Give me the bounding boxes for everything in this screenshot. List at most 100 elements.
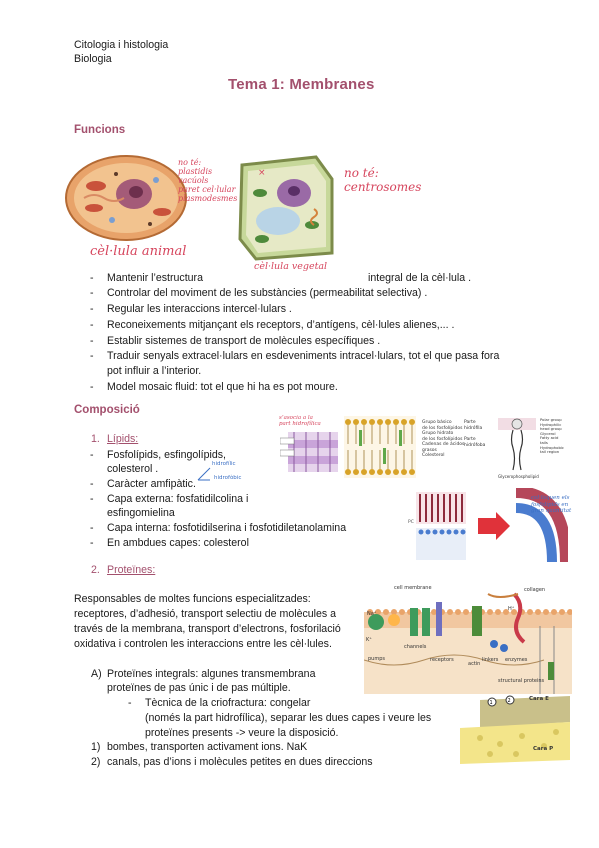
list-item: En ambdues capes: colesterol	[107, 537, 249, 549]
lipids-number: 1.	[91, 433, 100, 445]
annotation-no-te-animal: no té: centrosomes	[344, 166, 421, 194]
figure-label: grasos	[422, 447, 437, 453]
annotation-no-te-plant: no té: plastidis vacúols paret cel·lular…	[178, 158, 237, 203]
header-subject: Biologia	[74, 53, 112, 65]
item-2-text: canals, pas d’ions i molècules petites e…	[107, 756, 373, 768]
list-item: integral de la cèl·lula .	[368, 272, 472, 284]
annotation-line: part hidrofílica	[279, 421, 321, 427]
svg-text:1: 1	[490, 700, 493, 706]
annotation-line: col·loquen els	[531, 495, 570, 501]
figure-label: head group	[540, 426, 562, 432]
annotation-line: vacúols	[178, 176, 209, 185]
label-h: H⁺	[508, 606, 515, 612]
list-item: Capa externa: fosfatidilcolina i	[107, 493, 249, 505]
figure-label: de los fosfolípidos	[422, 436, 463, 442]
amphipathic-arrows-figure	[197, 467, 211, 481]
figure-label: hidrófoba	[464, 442, 486, 448]
annotation-line: no té:	[178, 158, 202, 167]
figure-label: Grupo básico	[422, 420, 452, 425]
plant-cell-figure: ×	[238, 155, 334, 261]
figure-label: Parte	[464, 437, 476, 442]
figure-label: Hydrophobic	[540, 444, 565, 450]
sub-line1: Tècnica de la criofractura: congelar	[145, 697, 311, 709]
item-2-number: 2)	[91, 756, 101, 768]
list-item: -	[90, 287, 94, 299]
phospholipid-labels: Polar group Hydrophilic head group Glyce…	[540, 417, 565, 455]
svg-text:×: ×	[258, 168, 266, 178]
phospholipid-bilayer-figure	[344, 416, 416, 478]
phospholipid-molecule-figure	[498, 418, 536, 471]
list-item: Mantenir l’estructura	[107, 272, 203, 284]
label-k: K⁺	[366, 637, 372, 643]
label-linkers: linkers	[482, 657, 499, 663]
page-title: Tema 1: Membranes	[228, 76, 375, 93]
label-na: Na⁺	[367, 611, 377, 617]
annotation-curvature: col·loquen els fosfolípids en gran quant…	[531, 495, 571, 515]
sub-line2: (només la part hidrofílica), separar les…	[145, 712, 432, 724]
annotation-lipid-parts: s’asocia a la part hidrofílica	[279, 415, 321, 427]
paragraph-line: receptores, d’adhesió, transport selecti…	[74, 608, 337, 620]
sub-bullet: -	[128, 697, 132, 709]
list-item: Reconeixements mitjançant els receptors,…	[107, 319, 455, 331]
list-item: Controlar del moviment de les substàncie…	[107, 287, 428, 299]
list-item: Capa interna: fosfotidilserina i fosfoti…	[107, 522, 347, 534]
label-animal-cell: cèl·lula animal	[90, 244, 187, 259]
membrane-proteins-figure	[364, 592, 572, 694]
figure-label: Colesterol	[422, 453, 445, 458]
list-item: Traduir senyals extracel·lulars en esdev…	[107, 350, 500, 362]
annotation-line: gran quantitat	[531, 508, 572, 514]
list-item: -	[90, 449, 94, 461]
list-item: -	[90, 335, 94, 347]
figure-label: Hydrophilic	[540, 421, 562, 427]
freeze-fracture-figure: 1 2	[460, 695, 570, 764]
list-item: pot influir a l’interior.	[107, 365, 202, 377]
figure-label: Glycerol	[540, 430, 556, 436]
paragraph-line: Responsables de moltes funcions especial…	[74, 593, 311, 605]
annotation-line: no té:	[344, 166, 379, 180]
list-item: -	[90, 381, 94, 393]
item-a-label: A)	[91, 668, 102, 680]
proteins-heading: Proteïnes:	[107, 564, 156, 576]
label-pumps: pumps	[368, 656, 385, 662]
annotation-line: paret cel·lular	[178, 185, 236, 194]
list-item: -	[90, 478, 94, 490]
item-1-number: 1)	[91, 741, 101, 753]
phospholipid-caption: Glycerophospholipid	[498, 474, 539, 479]
list-item: -	[90, 319, 94, 331]
list-item: Regular les interaccions intercel·lulars…	[107, 303, 292, 315]
lipids-heading: Lípids:	[107, 433, 139, 445]
item-a-line1: Proteïnes integrals: algunes transmembra…	[107, 668, 316, 680]
figure-label: tails	[540, 439, 548, 445]
figure-label: Cadenas de ácidos	[422, 442, 465, 447]
proteins-number: 2.	[91, 564, 100, 576]
list-item: Establir sistemes de transport de molècu…	[107, 335, 381, 347]
figure-label: Fatty acid	[540, 435, 559, 441]
label-pc: PC	[408, 520, 414, 525]
annotation-hydrophilic: hidrofílic	[212, 461, 236, 467]
list-item: colesterol .	[107, 463, 159, 475]
label-enzymes: enzymes	[505, 657, 528, 663]
paragraph-line: través de la membrana, transport d’elect…	[74, 623, 341, 635]
figure-label: de los fosfolípidos	[422, 425, 463, 431]
annotation-hydrophobic: hidrofòbic	[214, 475, 242, 481]
label-cell-membrane: cell membrane	[394, 585, 432, 591]
sub-line3: proteïnes presents -> veure la disposici…	[145, 727, 339, 739]
annotation-line: centrosomes	[344, 180, 422, 194]
paragraph-line: oxidativa i controlen les interaccions e…	[74, 638, 332, 650]
label-cara-p: Cara P	[533, 746, 554, 752]
animal-cell-figure	[65, 155, 187, 241]
list-item: Fosfolípids, esfingolípids,	[107, 449, 226, 461]
item-1-text: bombes, transporten activament ions. NaK	[107, 741, 308, 753]
figure-label: hidrófila	[464, 425, 483, 431]
label-plant-cell: cèl·lula vegetal	[254, 261, 328, 272]
list-item: Model mosaic fluid: tot el que hi ha es …	[107, 381, 338, 393]
figure-label: Grupo hidrato	[422, 431, 454, 436]
annotation-line: s’asocia a la	[279, 415, 313, 421]
annotation-line: plasmodesmes	[178, 194, 238, 203]
annotation-line: fosfolípids en	[531, 501, 569, 508]
figure-label: Polar group	[540, 417, 562, 422]
list-item: -	[90, 522, 94, 534]
label-receptors: receptors	[430, 657, 454, 663]
label-structural-proteins: structural proteins	[498, 678, 545, 684]
label-cara-e: Cara E	[529, 696, 549, 702]
